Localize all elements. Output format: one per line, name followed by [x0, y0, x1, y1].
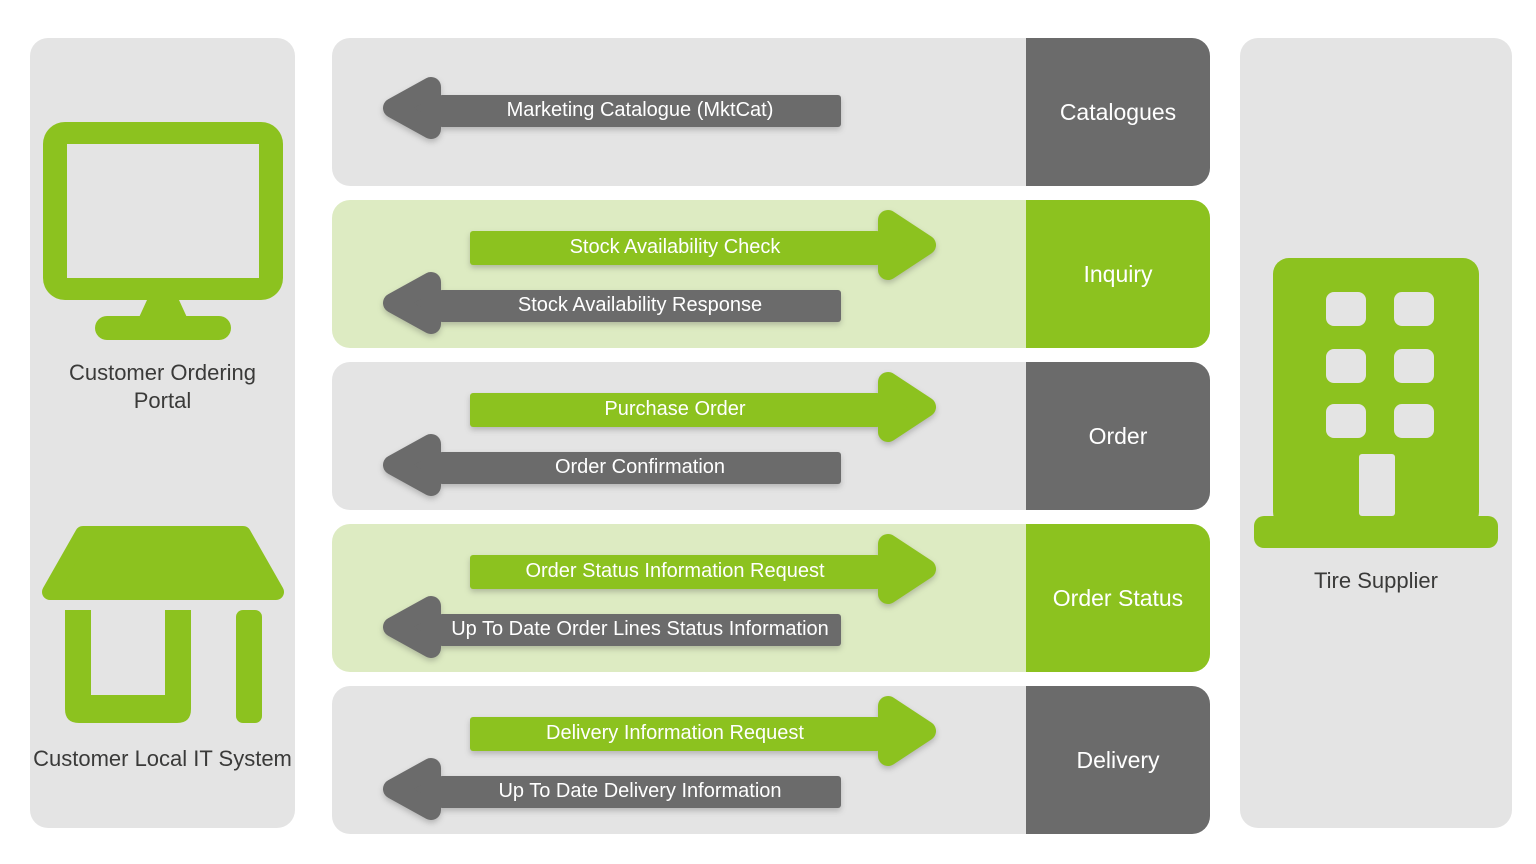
- row-label-delivery: Delivery: [1026, 686, 1210, 834]
- row-label-catalogues: Catalogues: [1026, 38, 1210, 186]
- message-arrow-right: Stock Availability Check: [470, 206, 940, 289]
- message-arrow-left: Up To Date Delivery Information: [373, 756, 841, 827]
- arrow-left-icon: [373, 270, 443, 341]
- monitor-icon: [42, 122, 283, 345]
- store-icon: [38, 526, 288, 731]
- customer-local-it-system: Customer Local IT System: [30, 526, 295, 773]
- tire-supplier-label: Tire Supplier: [1314, 568, 1438, 593]
- customer-ordering-portal-label: Customer Ordering Portal: [68, 360, 257, 413]
- arrow-left-icon: [373, 75, 443, 146]
- arrow-left-icon: [373, 756, 443, 827]
- message-label: Stock Availability Check: [470, 230, 880, 265]
- customer-local-it-system-label: Customer Local IT System: [33, 746, 292, 771]
- message-rows: Marketing Catalogue (MktCat) Catalogues …: [332, 38, 1210, 848]
- row-label-order: Order: [1026, 362, 1210, 510]
- message-label: Up To Date Delivery Information: [439, 775, 841, 808]
- message-label: Order Confirmation: [439, 451, 841, 484]
- customer-panel: Customer Ordering Portal Customer Local …: [30, 38, 295, 828]
- building-icon: [1254, 258, 1498, 553]
- arrow-right-icon: [876, 206, 940, 289]
- message-label: Purchase Order: [470, 392, 880, 427]
- row-label-inquiry: Inquiry: [1026, 200, 1210, 348]
- message-arrow-left: Stock Availability Response: [373, 270, 841, 341]
- message-arrow-left: Marketing Catalogue (MktCat): [373, 75, 841, 146]
- tire-supplier: Tire Supplier: [1240, 258, 1512, 595]
- row-inquiry: Stock Availability Check Stock Availabil…: [332, 200, 1210, 348]
- arrow-left-icon: [373, 594, 443, 665]
- row-order-status: Order Status Information Request Up To D…: [332, 524, 1210, 672]
- arrow-right-icon: [876, 692, 940, 775]
- customer-ordering-portal: Customer Ordering Portal: [30, 122, 295, 414]
- arrow-right-icon: [876, 530, 940, 613]
- message-arrow-right: Delivery Information Request: [470, 692, 940, 775]
- message-arrow-left: Up To Date Order Lines Status Informatio…: [373, 594, 841, 665]
- message-arrow-left: Order Confirmation: [373, 432, 841, 503]
- row-label-order-status: Order Status: [1026, 524, 1210, 672]
- supplier-panel: Tire Supplier: [1240, 38, 1512, 828]
- arrow-right-icon: [876, 368, 940, 451]
- message-label: Up To Date Order Lines Status Informatio…: [439, 613, 841, 646]
- message-label: Delivery Information Request: [470, 716, 880, 751]
- message-label: Stock Availability Response: [439, 289, 841, 322]
- message-arrow-right: Purchase Order: [470, 368, 940, 451]
- message-label: Marketing Catalogue (MktCat): [439, 94, 841, 127]
- row-catalogues: Marketing Catalogue (MktCat) Catalogues: [332, 38, 1210, 186]
- arrow-left-icon: [373, 432, 443, 503]
- row-order: Purchase Order Order Confirmation Order: [332, 362, 1210, 510]
- message-arrow-right: Order Status Information Request: [470, 530, 940, 613]
- message-label: Order Status Information Request: [470, 554, 880, 589]
- row-delivery: Delivery Information Request Up To Date …: [332, 686, 1210, 834]
